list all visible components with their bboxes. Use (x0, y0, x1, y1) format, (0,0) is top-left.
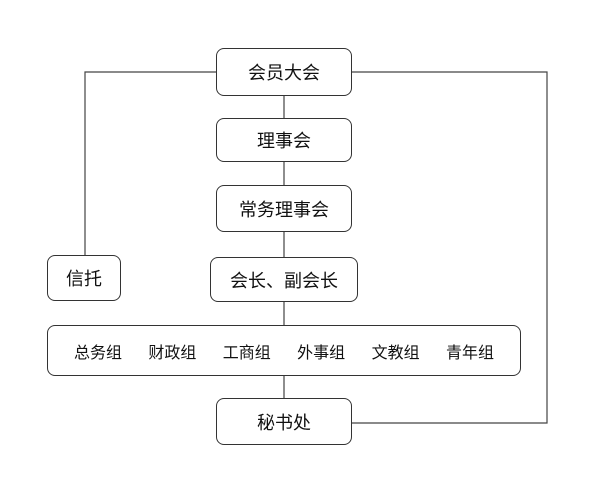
group-culture-education: 文教组 (371, 342, 420, 362)
group-general-affairs: 总务组 (74, 342, 123, 362)
node-general-assembly: 会员大会 (216, 48, 352, 96)
connector-assembly-trust (84, 71, 216, 255)
group-industry-commerce: 工商组 (222, 342, 271, 362)
node-groups: 总务组 财政组 工商组 外事组 文教组 青年组 (47, 325, 521, 376)
node-standing-council-label: 常务理事会 (239, 199, 329, 221)
node-standing-council: 常务理事会 (216, 185, 352, 232)
node-secretariat: 秘书处 (216, 398, 352, 445)
group-foreign-affairs: 外事组 (297, 342, 346, 362)
node-trust-label: 信托 (66, 269, 102, 290)
group-finance: 财政组 (148, 342, 197, 362)
node-president-label: 会长、副会长 (230, 270, 338, 292)
node-council: 理事会 (216, 118, 352, 162)
node-secretariat-label: 秘书处 (257, 412, 311, 434)
group-youth: 青年组 (445, 342, 494, 362)
node-general-assembly-label: 会员大会 (248, 63, 320, 84)
node-trust: 信托 (47, 255, 121, 301)
node-president: 会长、副会长 (210, 257, 358, 302)
node-council-label: 理事会 (257, 131, 311, 152)
connector-assembly-secretariat (352, 71, 548, 424)
